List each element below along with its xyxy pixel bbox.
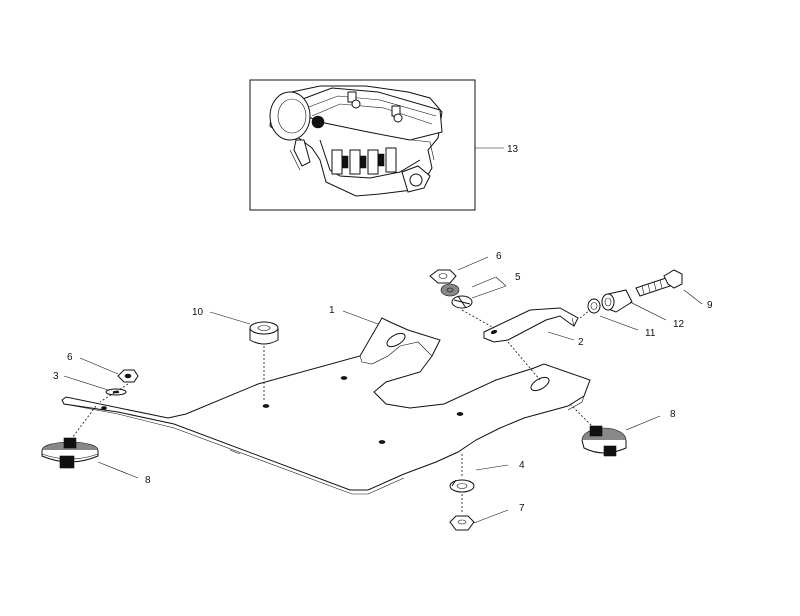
callout-11: 11 (645, 328, 656, 339)
engine-support-plate (61, 317, 591, 495)
bolt (635, 269, 683, 297)
valve-cover (299, 87, 443, 141)
callout-labels: 1 2 3 4 5 6 6 7 8 8 9 10 11 12 13 (53, 144, 713, 514)
callout-8-left: 8 (145, 475, 151, 486)
washer-bottom (449, 479, 475, 493)
assembly-lines (71, 309, 597, 514)
washer-left (105, 388, 127, 396)
nut-left (117, 369, 139, 383)
engine-illustration (249, 79, 476, 211)
callout-4: 4 (519, 460, 525, 471)
callout-2: 2 (578, 337, 584, 348)
lock-washer (587, 298, 601, 314)
callout-12: 12 (673, 319, 685, 330)
slot-right (530, 376, 550, 392)
washers (440, 283, 473, 309)
bracket (483, 307, 579, 343)
spacer (249, 321, 279, 345)
callout-10: 10 (192, 307, 204, 318)
callout-6-left: 6 (67, 352, 73, 363)
rubber-mount-right (581, 425, 627, 457)
engine-port (311, 115, 325, 129)
flywheel-cover (269, 91, 311, 141)
callout-3: 3 (53, 371, 59, 382)
bushing (601, 289, 633, 313)
callout-8-right: 8 (670, 409, 676, 420)
rubber-mount-left (41, 437, 99, 469)
callout-6-upper: 6 (496, 251, 502, 262)
slot-left (386, 332, 406, 348)
callout-7: 7 (519, 503, 525, 514)
callout-13: 13 (507, 144, 519, 155)
nut-bottom (449, 515, 475, 531)
nut-upper (429, 269, 457, 284)
callout-5: 5 (515, 272, 521, 283)
callout-1: 1 (329, 305, 335, 316)
callout-9: 9 (707, 300, 713, 311)
leader-lines (63, 256, 703, 524)
